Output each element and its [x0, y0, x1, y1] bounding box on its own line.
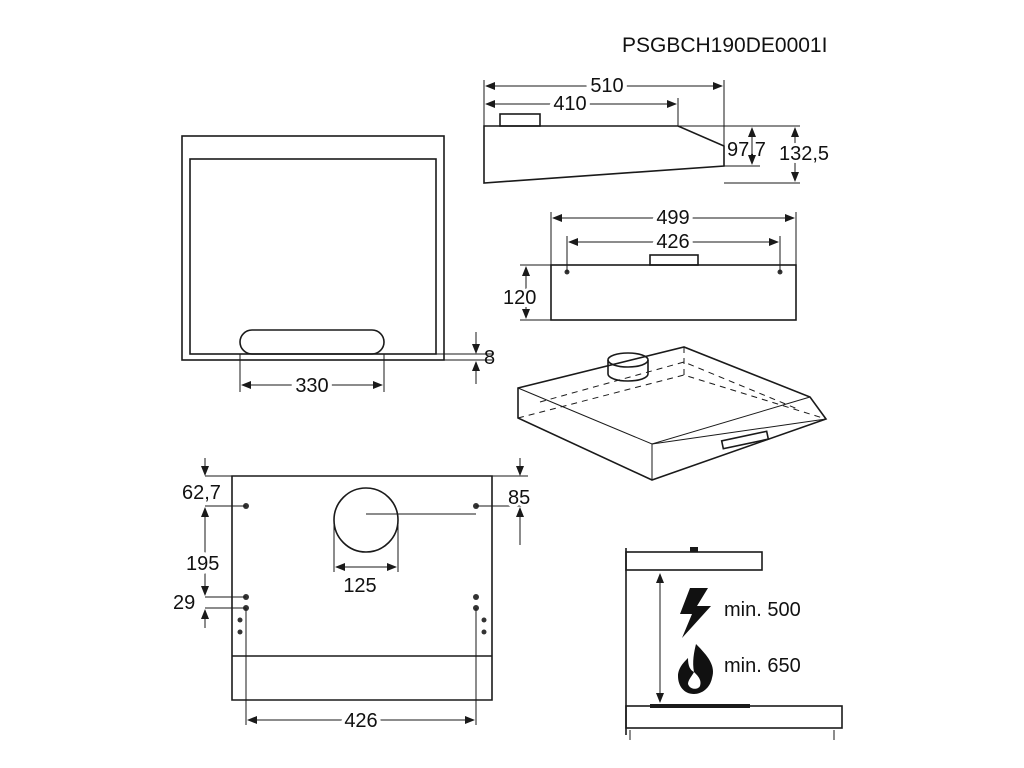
rear-hole: [481, 629, 487, 635]
bottom-view-outline: [181, 135, 445, 361]
dim-label-410: 410: [553, 93, 586, 115]
clearance-gas-label: min. 650: [724, 655, 801, 677]
iso-duct-side: [607, 360, 649, 382]
dim-label-510: 510: [590, 75, 623, 97]
lightning-bolt-icon: [680, 588, 711, 638]
dim-label-29: 29: [173, 592, 195, 614]
iso-control-panel: [720, 430, 770, 450]
rear-hole: [473, 594, 479, 600]
rear-view: 62,7 195 29 85 125 426: [173, 458, 533, 736]
hood-block: [625, 551, 763, 571]
front-view-duct: [649, 254, 699, 266]
rear-view-outline: [231, 475, 493, 701]
bottom-view-grille: [239, 329, 385, 355]
front-view: 499 426 120: [500, 203, 797, 321]
dim-label-125: 125: [343, 575, 376, 597]
flame-inner: [688, 672, 701, 689]
dim-label-62-7: 62,7: [182, 482, 221, 504]
rear-hole: [237, 629, 243, 635]
side-view-duct: [499, 113, 541, 127]
dim-label-120: 120: [503, 287, 536, 309]
dim-label-97-7: 97,7: [727, 139, 766, 161]
product-code: PSGBCH190DE0001I: [622, 34, 827, 57]
dim-label-195: 195: [186, 553, 219, 575]
isometric-view: [517, 346, 828, 481]
flame-icon: [678, 644, 714, 694]
rear-hole: [481, 617, 487, 623]
bottom-view: 330 8: [181, 135, 495, 401]
clearance-electric-label: min. 500: [724, 599, 801, 621]
rear-duct-circle: [333, 487, 399, 553]
dim-label-499: 499: [656, 207, 689, 229]
iso-body-outline: [517, 346, 828, 481]
dim-label-85: 85: [508, 487, 530, 509]
front-view-body: [550, 264, 797, 321]
cooktop-block: [625, 705, 843, 729]
rear-hole: [237, 617, 243, 623]
clearance-diagram: min. 500 min. 650: [625, 547, 843, 740]
bottom-view-filter: [189, 158, 437, 355]
dim-label-8: 8: [484, 347, 495, 369]
iso-duct-top: [607, 352, 649, 368]
side-view-body: [483, 125, 725, 184]
dim-label-132-5: 132,5: [779, 143, 829, 165]
dim-label-426-rear: 426: [344, 710, 377, 732]
side-view: 510 410 97,7 132,5: [483, 71, 832, 184]
dim-label-426-front: 426: [656, 231, 689, 253]
dim-label-330: 330: [295, 375, 328, 397]
